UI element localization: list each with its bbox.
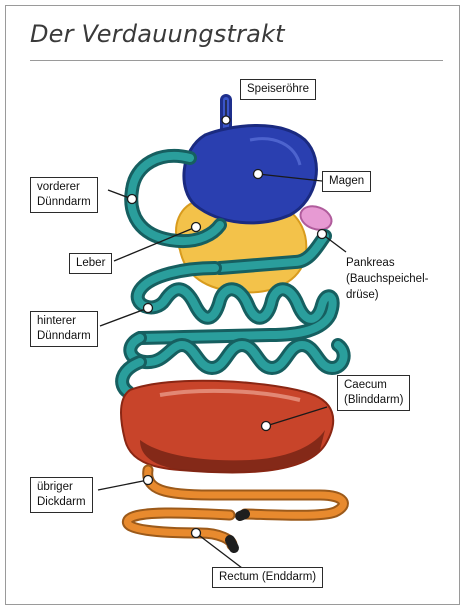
label-speiseroehre: Speiseröhre — [240, 79, 316, 100]
label-rectum: Rectum (Enddarm) — [212, 567, 323, 588]
label-vorderer-duenndarm: vorderer Dünndarm — [30, 177, 98, 213]
label-caecum: Caecum (Blinddarm) — [337, 375, 410, 411]
label-uebriger-dickdarm: übriger Dickdarm — [30, 477, 93, 513]
rectum — [127, 513, 234, 548]
label-leber: Leber — [69, 253, 112, 274]
label-magen: Magen — [322, 171, 371, 192]
label-hinterer-duenndarm: hinterer Dünndarm — [30, 311, 98, 347]
label-pankreas: Pankreas (Bauchspeichel- drüse) — [346, 255, 428, 303]
